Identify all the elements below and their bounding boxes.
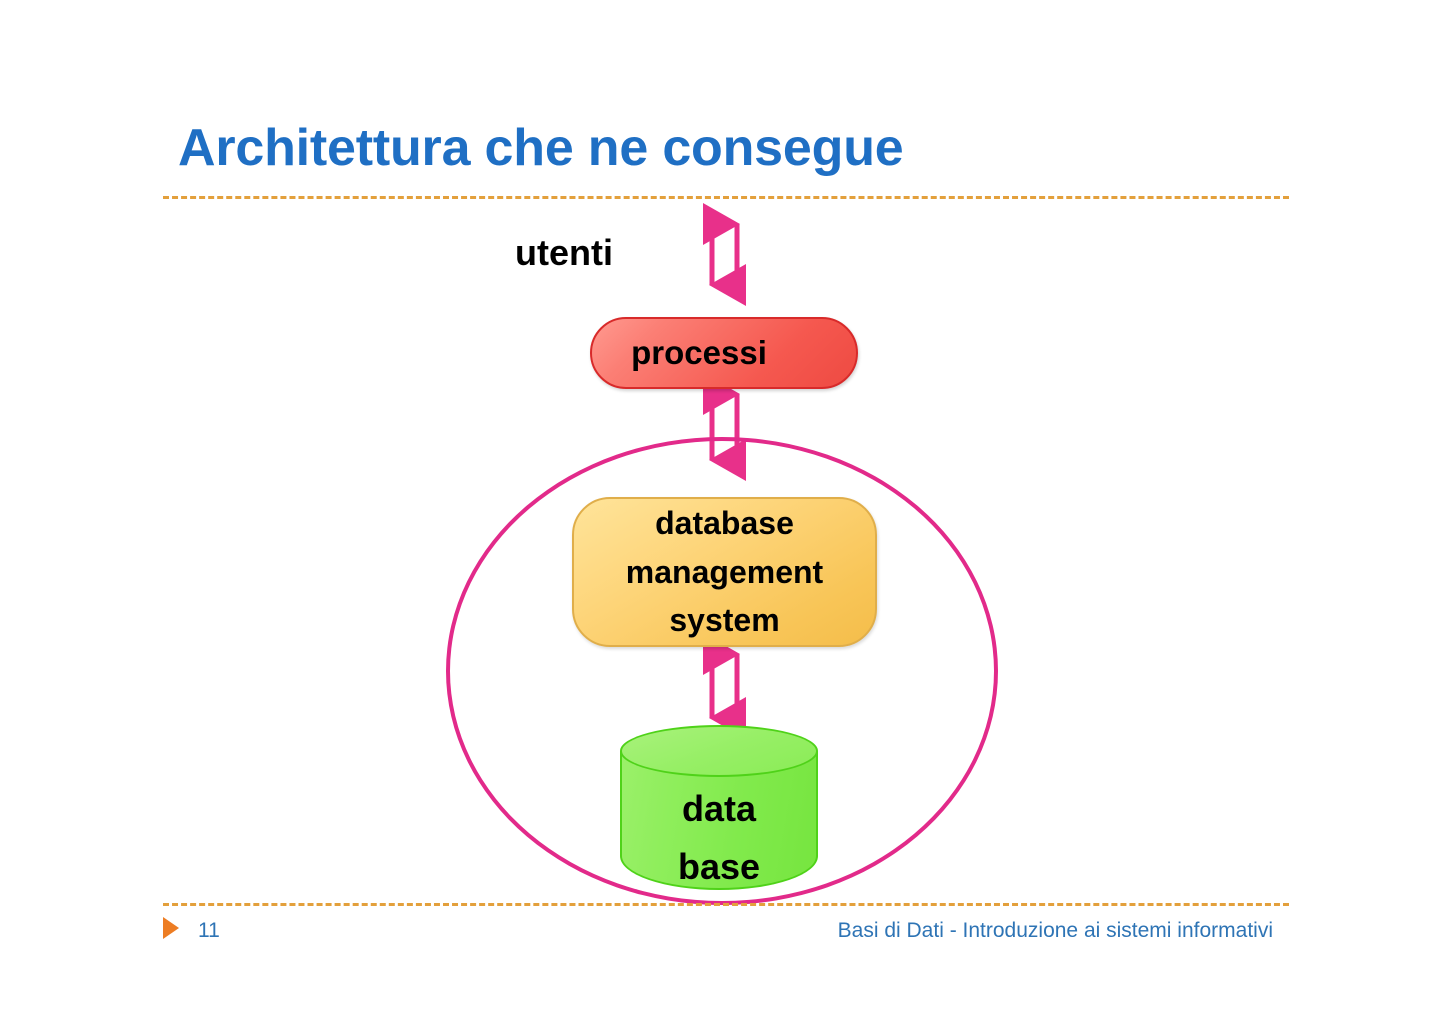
page-number: 11 xyxy=(198,919,220,942)
footer-text: Basi di Dati - Introduzione ai sistemi i… xyxy=(837,919,1273,942)
node-label-dbms-line-3: system xyxy=(669,602,780,639)
node-label-database-line-2: base xyxy=(677,846,761,888)
node-database-cylinder[interactable]: data base xyxy=(620,725,818,890)
footer-divider xyxy=(163,903,1289,906)
cylinder-top-ellipse xyxy=(620,725,818,777)
node-label-database-line-1: data xyxy=(681,788,757,829)
node-processi[interactable]: processi xyxy=(590,317,858,389)
title-divider xyxy=(163,196,1289,199)
page-title: Architettura che ne consegue xyxy=(178,119,904,177)
node-label-database: data base xyxy=(620,780,818,897)
node-label-dbms-line-2: management xyxy=(625,553,824,590)
connector-utenti-processi xyxy=(703,203,746,306)
node-label-dbms-line-1: database xyxy=(655,505,794,542)
node-label-processi: processi xyxy=(631,334,767,371)
triangle-bullet-icon xyxy=(163,917,179,939)
node-label-utenti: utenti xyxy=(515,232,613,273)
node-dbms[interactable]: database management system xyxy=(572,497,877,647)
